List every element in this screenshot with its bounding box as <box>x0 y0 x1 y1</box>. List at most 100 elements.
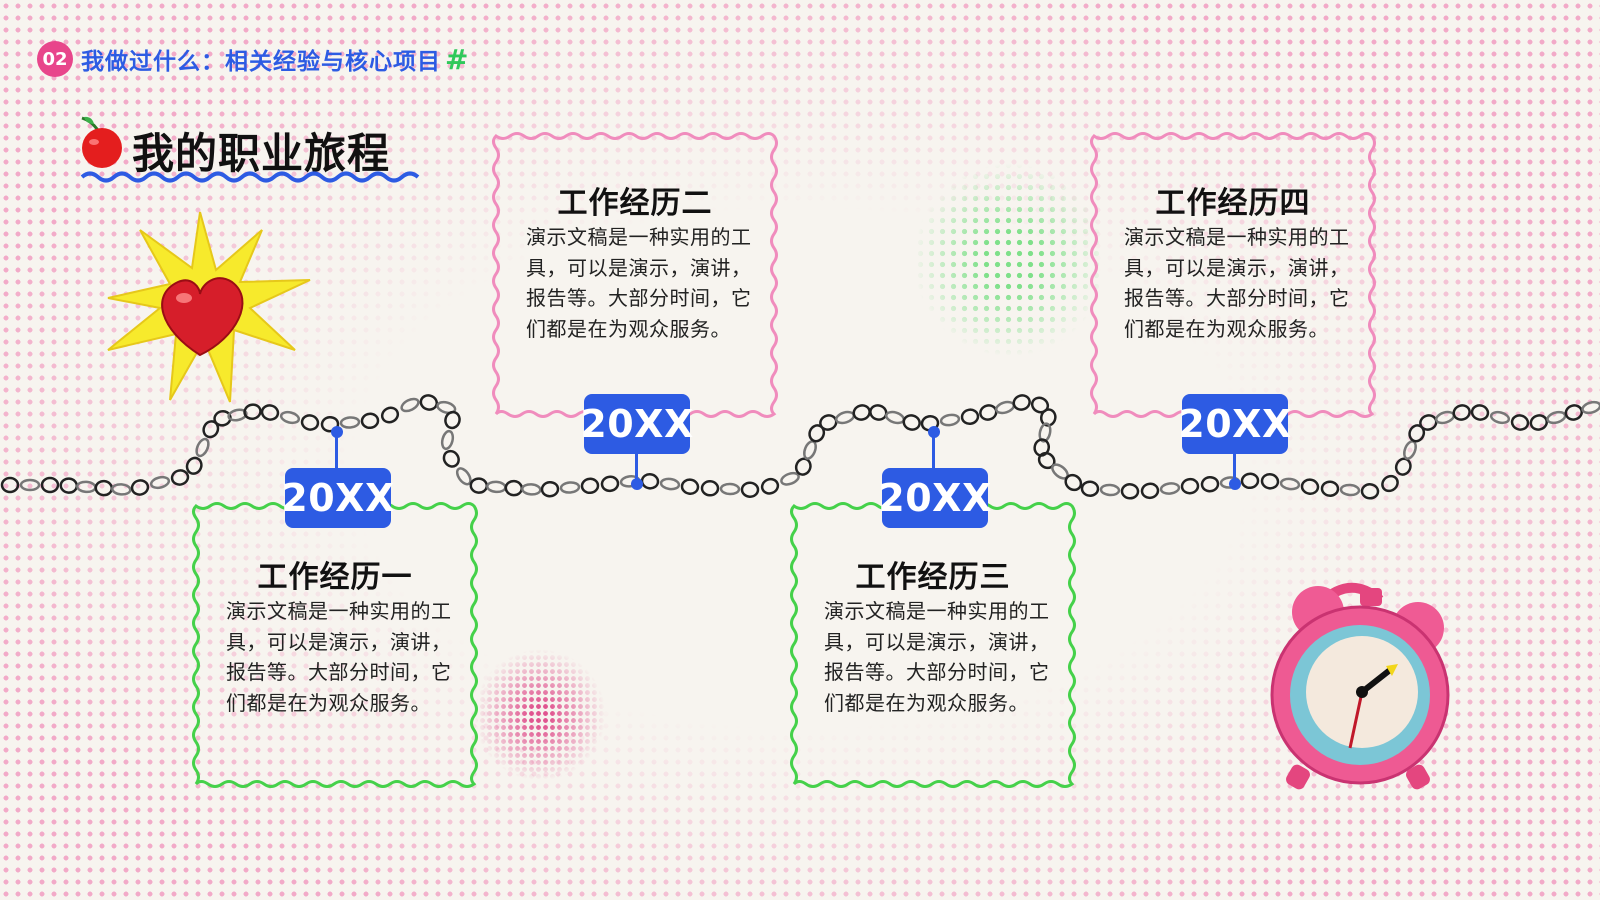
chain-link <box>1099 483 1121 497</box>
chain-link <box>504 479 524 497</box>
chain-link <box>719 482 741 496</box>
chain-link <box>808 424 826 443</box>
chain-link <box>94 479 114 497</box>
chain-link <box>1581 400 1600 415</box>
cherry-icon <box>81 116 122 168</box>
chain-link <box>521 483 542 496</box>
chain-link <box>1360 483 1380 500</box>
title-wave-underline <box>80 171 420 183</box>
timeline-card-4: 工作经历四 演示文稿是一种实用的工具，可以是演示，演讲，报告等。大部分时间，它们… <box>1088 130 1378 420</box>
timeline-connector <box>635 454 638 482</box>
chain-link <box>1320 480 1340 497</box>
pink-burst-decoration <box>465 640 615 790</box>
year-badge: 20XX <box>281 468 394 528</box>
chain-link <box>400 397 420 413</box>
chain-link <box>700 480 720 497</box>
green-halftone-decoration <box>915 160 1105 360</box>
page-title: 我的职业旅程 <box>132 129 391 178</box>
card-title: 工作经历三 <box>855 560 1011 595</box>
chain-link <box>260 404 280 421</box>
chain-link <box>852 404 871 421</box>
chain-link <box>320 415 340 433</box>
chain-link <box>444 410 461 430</box>
chain-link <box>1240 472 1260 490</box>
hash-mark: # <box>445 42 469 76</box>
chain-link <box>227 408 248 422</box>
card-frame <box>1090 132 1376 418</box>
chain-link <box>960 408 980 425</box>
timeline-connector <box>1233 454 1236 482</box>
chain-link <box>640 473 660 490</box>
chain-link <box>76 480 97 494</box>
chain-link <box>442 449 460 468</box>
chain-link <box>419 394 438 411</box>
chain-link <box>1403 440 1417 460</box>
chain-link <box>1037 451 1056 470</box>
chain-link <box>835 410 855 425</box>
card-body: 演示文稿是一种实用的工具，可以是演示，演讲，报告等。大部分时间，它们都是在为观众… <box>226 599 452 715</box>
chain-link <box>995 400 1015 415</box>
chain-link <box>885 410 905 425</box>
chain-link <box>202 420 220 439</box>
chain-link <box>1180 477 1200 495</box>
chain-link <box>279 410 301 425</box>
card-title: 工作经历一 <box>257 560 413 595</box>
chain-link <box>0 476 20 494</box>
chain-link <box>1470 404 1490 421</box>
chain-link <box>130 479 150 496</box>
chain-link <box>1140 482 1160 500</box>
card-title: 工作经历四 <box>1155 186 1311 221</box>
chain-link <box>19 478 41 492</box>
chain-link <box>1080 480 1100 497</box>
chain-link <box>1489 410 1511 425</box>
chain-link <box>339 416 361 429</box>
year-badge: 20XX <box>580 394 693 454</box>
chain-link <box>436 400 457 415</box>
chain-link <box>1408 424 1426 443</box>
chain-link <box>780 471 800 486</box>
chain-link <box>600 475 620 493</box>
chain-link <box>1200 475 1220 493</box>
alarm-clock-icon <box>1270 582 1450 790</box>
chain-link <box>1510 414 1530 431</box>
heart-sun-icon <box>107 211 311 403</box>
chain-link <box>803 440 817 460</box>
chain-link <box>1279 477 1301 491</box>
chain-link <box>59 477 79 494</box>
chain-link <box>1030 396 1050 414</box>
chain-link <box>1120 483 1140 500</box>
chain-link <box>1435 410 1455 425</box>
chain-link <box>243 403 262 421</box>
card-body: 演示文稿是一种实用的工具，可以是演示，演讲，报告等。大部分时间，它们都是在为观众… <box>1124 225 1350 341</box>
chain-link <box>760 477 780 495</box>
section-header-title: 我做过什么：相关经验与核心项目 <box>81 49 441 75</box>
chain-link <box>1452 404 1471 421</box>
timeline-connector <box>932 432 935 468</box>
chain-link <box>486 480 507 494</box>
chain-link <box>939 413 961 427</box>
chain-link <box>1159 482 1181 495</box>
section-number-badge: 02 <box>37 41 73 77</box>
chain-link <box>1394 457 1412 476</box>
section-header: 02 我做过什么：相关经验与核心项目 # <box>37 41 468 77</box>
timeline-card-3: 工作经历三 演示文稿是一种实用的工具，可以是演示，演讲，报告等。大部分时间，它们… <box>788 500 1078 790</box>
timeline-card-2: 工作经历二 演示文稿是一种实用的工具，可以是演示，演讲，报告等。大部分时间，它们… <box>490 130 780 420</box>
chain-link <box>1546 410 1567 425</box>
card-body: 演示文稿是一种实用的工具，可以是演示，演讲，报告等。大部分时间，它们都是在为观众… <box>526 225 752 341</box>
chain-link <box>149 475 171 490</box>
chain-link <box>1564 404 1583 421</box>
chain-link <box>580 477 600 495</box>
chain-link <box>360 412 380 430</box>
chain-link <box>1529 414 1548 431</box>
chain-link <box>1260 473 1280 490</box>
timeline-card-1: 工作经历一 演示文稿是一种实用的工具，可以是演示，演讲，报告等。大部分时间，它们… <box>190 500 480 790</box>
chain-link <box>902 414 921 431</box>
chain-link <box>1300 478 1320 495</box>
chain-link <box>680 478 700 495</box>
chain-link <box>111 483 132 496</box>
chain-link <box>1012 394 1031 411</box>
card-frame <box>492 132 778 418</box>
chain-link <box>195 437 210 458</box>
chain-decoration <box>0 394 1600 500</box>
chain-link <box>185 456 203 475</box>
